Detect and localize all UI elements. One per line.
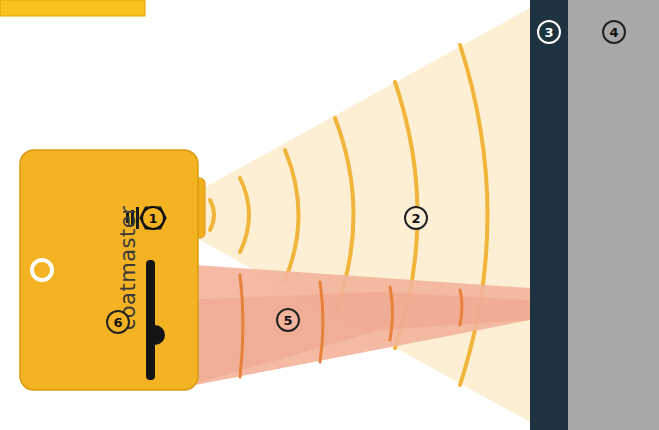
light-source [155,325,165,345]
header-tab [0,0,145,16]
beam-overlap [180,292,530,388]
callout-number: 2 [404,206,428,230]
callout-number: 6 [106,310,130,334]
callout-number: 3 [537,20,561,44]
light-slot [146,260,155,380]
callout-number: 5 [276,308,300,332]
status-ring [32,260,52,280]
substrate [568,0,659,430]
excitation-waves [240,275,462,377]
excitation-beam [180,264,530,388]
callout-number: 4 [602,20,626,44]
device-housing [20,150,198,390]
callout-number: 1 [141,206,165,230]
coating-layer [530,0,568,430]
